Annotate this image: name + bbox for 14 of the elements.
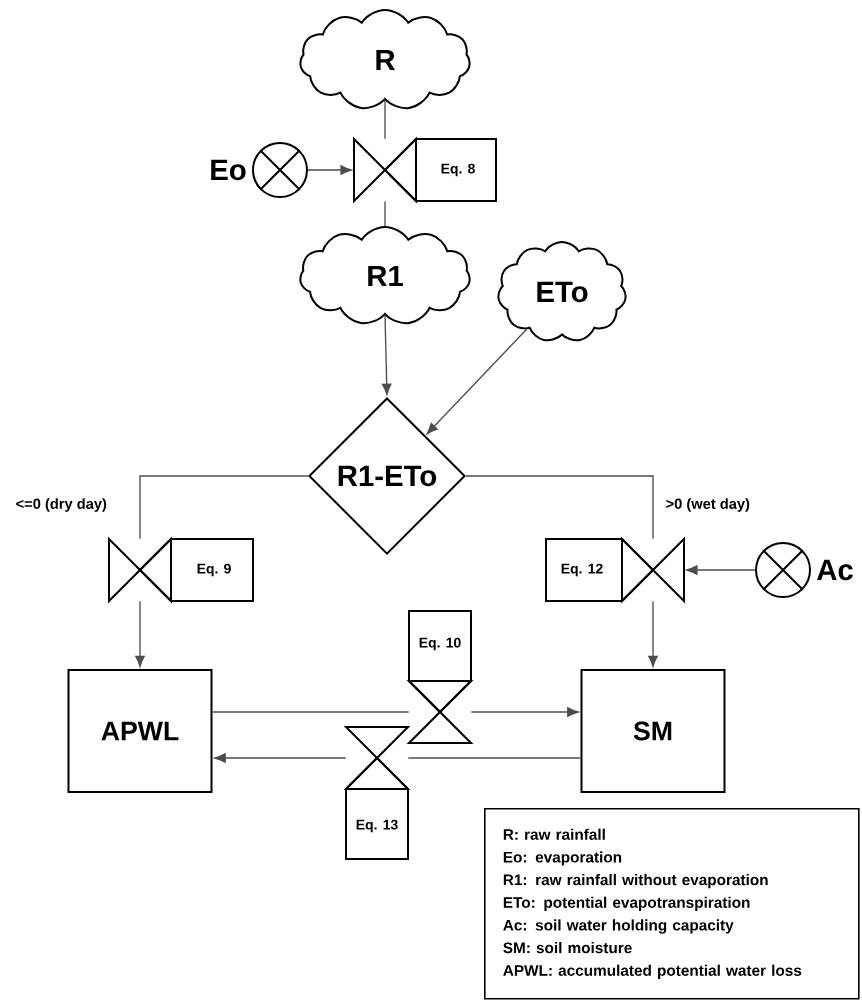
legend-box: R: raw rainfall Eo: evaporation R1: raw rainfall without evaporation ETo: potential evapotranspiration Ac: soil water holding capacity SM: soil moisture APWL: accumulated potential water loss [484,808,860,1000]
arrow [307,165,352,175]
edge-label: <=0 (dry day) [14,496,109,514]
arrow [686,565,756,575]
arrow [648,600,658,668]
arrow [470,707,579,717]
arrow [426,328,528,435]
arrow [135,600,145,668]
arrow [214,753,347,763]
node-label: Eo [211,159,246,181]
node-label: Ac [817,559,853,581]
stock-box: SM [580,669,726,793]
stock-box: APWL [67,669,213,793]
edge-label: >0 (wet day) [664,496,752,514]
